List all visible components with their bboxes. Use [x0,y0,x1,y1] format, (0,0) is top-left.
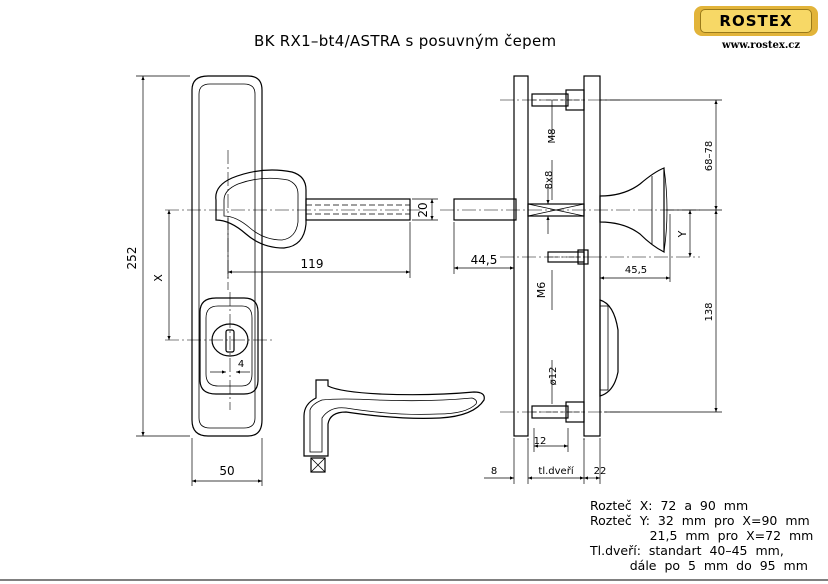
inner-plate [513,75,529,437]
note-spacing-y-alt: 21,5 mm pro X=72 mm [590,528,814,543]
front-dimension-labels: 252 X 50 119 20 4 [125,202,430,478]
drawing-title: BK RX1–bt4/ASTRA s posuvným čepem [254,32,557,50]
dim-upper-label: 68–78 [704,141,715,171]
side-view [440,75,700,440]
lever-profile [303,379,485,473]
lever-arm [305,198,411,221]
lever-length-label: 119 [301,257,324,271]
outer-label: 22 [594,466,607,477]
logo-text: ROSTEX [700,9,812,33]
screw-mid-label: M6 [535,282,548,299]
offset-label: 12 [534,436,547,447]
door-label: tl.dveří [538,465,574,477]
cylinder-housing [599,299,619,397]
side-dimension-labels: 44,5 M8 8x8 M6 ø12 12 45,5 Y 68–78 138 8… [471,129,715,478]
front-dimensions [136,75,438,486]
note-door-range: dále po 5 mm do 95 mm [590,558,808,573]
front-view [165,75,420,437]
rose-depth-label: 45,5 [625,265,647,276]
note-spacing-y: Rozteč Y: 32 mm pro X=90 mm [590,513,810,528]
backplate-inner [198,83,256,429]
side-dimensions [453,99,722,484]
width-label: 50 [219,464,234,478]
lever-grip-inner [223,177,299,241]
spec-notes: Rozteč X: 72 a 90 mm Rozteč Y: 32 mm pro… [590,498,813,573]
height-label: 252 [125,247,139,270]
screw-top-label: M8 [547,129,558,144]
square-spindle [453,198,517,221]
inner-label: 8 [491,466,497,477]
handle-cone [599,167,665,253]
pin-label: ø12 [548,367,559,386]
website-link[interactable]: www.rostex.cz [722,40,801,51]
lever-grip [215,169,307,249]
note-door-thickness: Tl.dveří: standart 40–45 mm, [590,543,784,558]
lever-square-end [310,457,326,473]
y-label: Y [676,230,689,238]
lever-thickness-label: 20 [416,202,430,217]
square-label: 8x8 [544,171,555,190]
outer-plate [583,75,601,437]
backplate-outline [191,75,263,437]
distance-x-label: X [152,274,165,282]
cylinder-keyhole [225,329,235,353]
spindle-label: 44,5 [471,253,498,267]
note-spacing-x: Rozteč X: 72 a 90 mm [590,498,749,513]
dim-lower-label: 138 [704,302,715,321]
cylinder-escutcheon [199,297,259,395]
key-label: 4 [238,359,244,370]
rostex-logo: ROSTEX [694,6,818,36]
